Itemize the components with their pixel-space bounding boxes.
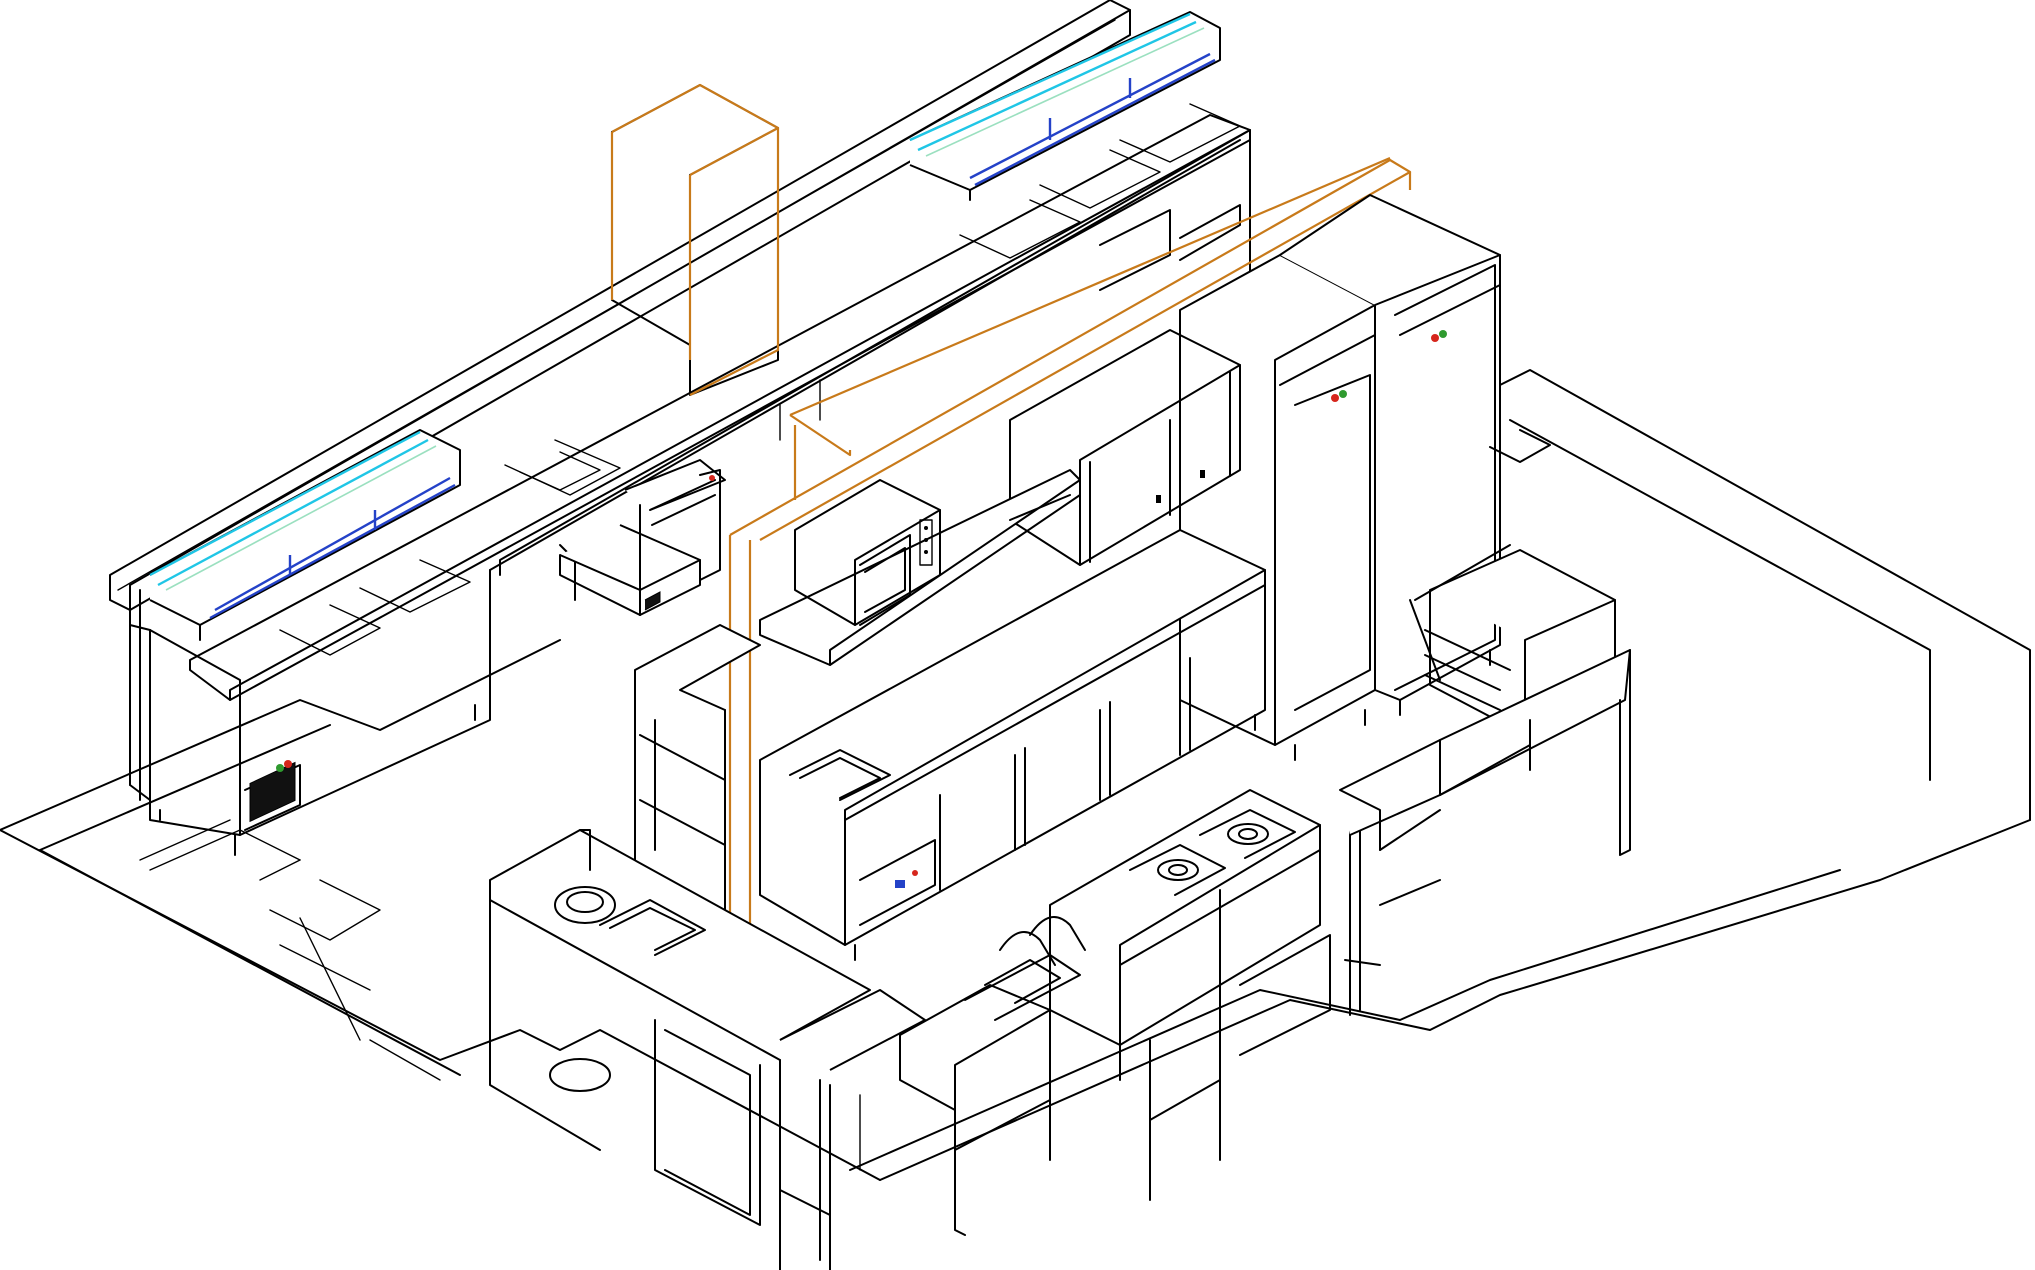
fryer bbox=[899, 916, 1086, 1236]
exhaust-column bbox=[610, 83, 780, 396]
wall-cabinet bbox=[1009, 329, 1241, 566]
dishwasher bbox=[559, 459, 726, 616]
prep-counter bbox=[759, 529, 1266, 961]
refrigerator-left bbox=[1179, 254, 1376, 761]
floor-outline bbox=[0, 369, 2031, 1181]
serving-counter-upper bbox=[109, 0, 1251, 856]
combi-oven bbox=[1409, 544, 1616, 736]
heat-lamp-right bbox=[909, 11, 1221, 201]
corner-counter bbox=[489, 829, 926, 1270]
heat-lamp-left bbox=[149, 429, 461, 641]
gas-range bbox=[1049, 789, 1381, 1201]
side-table bbox=[1339, 649, 1631, 906]
microwave bbox=[794, 479, 941, 626]
